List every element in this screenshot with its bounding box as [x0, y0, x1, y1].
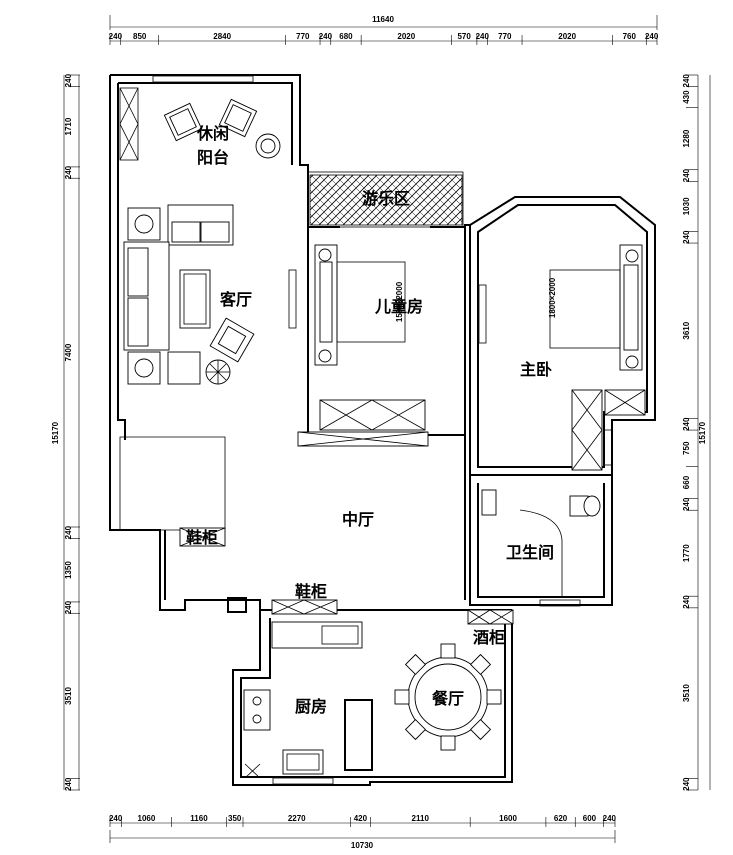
dining-chair	[469, 718, 492, 741]
dim-left-7: 3510	[64, 687, 73, 705]
bottom-dimensions: 10730 240 1060 1160 350 2270 420 2110 1600 620 60…	[109, 814, 617, 850]
dim-right-12: 240	[682, 595, 691, 609]
dining-chair	[486, 689, 502, 705]
dim-top-6: 2020	[397, 32, 415, 41]
dim-top-1: 850	[133, 32, 147, 41]
dining-chair	[440, 643, 456, 659]
dim-bottom-3: 350	[228, 814, 242, 823]
dim-left-5: 1350	[64, 561, 73, 579]
room-labels: 休闲 阳台 客厅 游乐区 儿童房 主卧 中厅 鞋柜 鞋柜 卫生间 酒柜 厨房 餐…	[186, 124, 554, 716]
left-dimensions: 15170 240 1710 240 7400 240 1350 240 3510 240	[51, 73, 80, 791]
dim-left-8: 240	[64, 777, 73, 791]
dim-left-1: 1710	[64, 117, 73, 135]
balcony-label-2: 阳台	[197, 148, 229, 167]
dining-chair	[440, 735, 456, 751]
right-dimensions: 15170 240 430 1280 240 1030 240 3610 240 750 660 2…	[682, 74, 711, 791]
dim-top-10: 2020	[558, 32, 576, 41]
dim-right-0: 240	[682, 74, 691, 88]
dim-right-8: 750	[682, 441, 691, 455]
dim-bottom-7: 1600	[499, 814, 517, 823]
living-room-label: 客厅	[220, 290, 252, 309]
dim-top-0: 240	[109, 32, 123, 41]
dim-top-11: 760	[623, 32, 637, 41]
dim-right-2: 1280	[682, 129, 691, 147]
dim-bottom-0: 240	[109, 814, 123, 823]
playroom-label: 游乐区	[362, 189, 410, 208]
dim-right-7: 240	[682, 417, 691, 431]
dim-top-5: 680	[339, 32, 353, 41]
wine-cabinet-label: 酒柜	[473, 628, 505, 647]
dining-chair	[394, 689, 410, 705]
dim-left-6: 240	[64, 600, 73, 614]
dim-top-9: 770	[498, 32, 512, 41]
dim-bottom-4: 2270	[288, 814, 306, 823]
dim-bottom-2: 1160	[190, 814, 208, 823]
dim-top-4: 240	[319, 32, 333, 41]
doors	[297, 431, 429, 447]
dim-bottom-8: 620	[554, 814, 568, 823]
furniture: 1500×2000 1800×2000	[123, 98, 646, 779]
dim-left-2: 240	[64, 165, 73, 179]
dim-bottom-1: 1060	[138, 814, 156, 823]
playroom-hatch	[309, 174, 463, 226]
dim-top-8: 240	[476, 32, 490, 41]
dining-chair	[404, 718, 427, 741]
dim-right-11: 1770	[682, 544, 691, 562]
windows	[119, 75, 613, 785]
balcony-label-1: 休闲	[196, 124, 229, 143]
kids-bed-size: 1500×2000	[395, 281, 404, 322]
top-dimensions: 11640 240 850 2840 770 240 680 2020 570 240 770 20…	[109, 15, 659, 45]
bathroom-label: 卫生间	[506, 543, 554, 562]
dim-right-14: 240	[682, 777, 691, 791]
dim-right-3: 240	[682, 168, 691, 182]
dim-right-9: 660	[682, 475, 691, 489]
shoe-cabinet-label-2: 鞋柜	[295, 582, 327, 601]
dim-bottom-6: 2110	[412, 814, 430, 823]
dim-left-0: 240	[64, 73, 73, 87]
hall-label: 中厅	[342, 510, 374, 529]
dining-label: 餐厅	[431, 689, 464, 708]
dim-left-4: 240	[64, 525, 73, 539]
dim-top-3: 770	[296, 32, 310, 41]
dim-right-13: 3510	[682, 684, 691, 702]
left-total-dim: 15170	[51, 421, 60, 444]
dim-top-12: 240	[645, 32, 659, 41]
dining-chair	[404, 653, 427, 676]
dim-bottom-10: 240	[603, 814, 617, 823]
kitchen-label: 厨房	[295, 697, 327, 716]
dim-right-6: 3610	[682, 321, 691, 339]
kids-room-label: 儿童房	[374, 297, 423, 316]
walls	[109, 74, 656, 786]
dining-chair	[469, 653, 492, 676]
dim-bottom-5: 420	[354, 814, 368, 823]
dim-top-2: 2840	[213, 32, 231, 41]
dim-bottom-9: 600	[583, 814, 597, 823]
bottom-total-dim: 10730	[351, 841, 374, 850]
dim-right-5: 240	[682, 230, 691, 244]
dim-right-4: 1030	[682, 197, 691, 215]
dim-top-7: 570	[457, 32, 471, 41]
shoe-cabinet-label-1: 鞋柜	[186, 528, 218, 547]
master-bed-size: 1800×2000	[548, 277, 557, 318]
dim-right-10: 240	[682, 497, 691, 511]
dim-right-1: 430	[682, 90, 691, 104]
top-total-dim: 11640	[372, 15, 394, 24]
master-bedroom-label: 主卧	[520, 360, 552, 379]
right-total-dim: 15170	[698, 421, 707, 444]
dim-left-3: 7400	[64, 343, 73, 361]
